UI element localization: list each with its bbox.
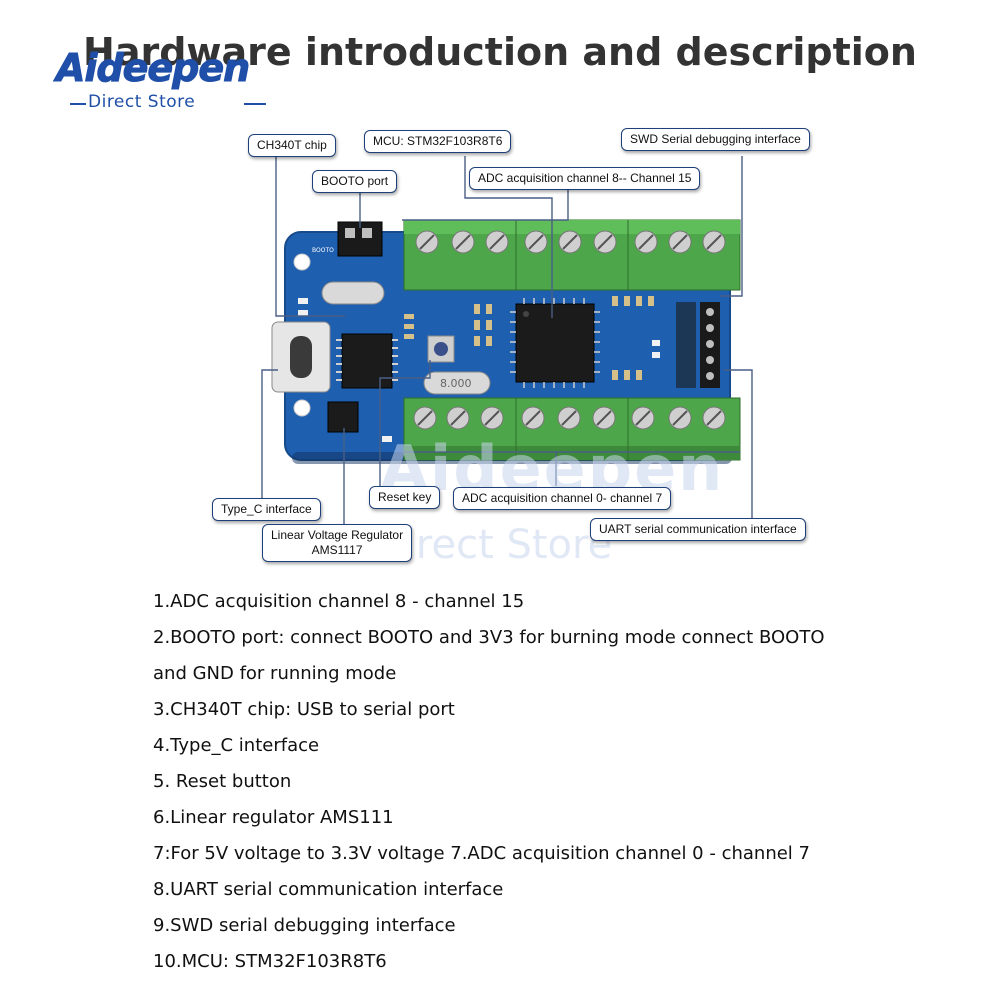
callout-mcu: MCU: STM32F103R8T6 [364, 130, 512, 153]
terminal-block-top [403, 219, 741, 291]
mount-hole [293, 253, 311, 271]
callout-swd: SWD Serial debugging interface [621, 128, 810, 151]
list-item: and GND for running mode [153, 663, 397, 684]
callout-reset: Reset key [369, 486, 441, 509]
terminal-block-bottom [403, 397, 741, 461]
callout-regulator-line2: AMS1117 [311, 543, 363, 557]
smd-resistors [298, 298, 660, 442]
callout-adc-high: ADC acquisition channel 8-- Channel 15 [469, 167, 701, 190]
ch340t-chip [341, 333, 393, 389]
watermark-subtitle: Direct Store [374, 522, 613, 568]
callout-regulator: Linear Voltage Regulator AMS1117 [262, 524, 413, 562]
swd-uart-header [676, 302, 720, 388]
ams1117-regulator [327, 401, 359, 433]
mcu-pins [510, 298, 600, 388]
list-item: 7:For 5V voltage to 3.3V voltage 7.ADC a… [153, 843, 810, 864]
logo-wordmark: Aideepen [55, 46, 250, 91]
logo-subtitle: Direct Store [88, 92, 196, 112]
list-item: 4.Type_C interface [153, 735, 320, 756]
crystal-label: 8.000 [440, 377, 472, 390]
mcu-pin1-dot [523, 311, 529, 317]
usb-typec-connector [271, 321, 331, 393]
callout-regulator-line1: Linear Voltage Regulator [271, 528, 404, 542]
callout-booto: BOOTO port [312, 170, 398, 193]
list-item: 5. Reset button [153, 771, 292, 792]
list-item: 9.SWD serial debugging interface [153, 915, 456, 936]
list-item: 8.UART serial communication interface [153, 879, 504, 900]
smd-components [404, 296, 654, 380]
mount-hole [293, 399, 311, 417]
list-item: 1.ADC acquisition channel 8 - channel 15 [153, 591, 525, 612]
brand-logo: Aideepen Direct Store [52, 40, 292, 120]
reset-button [427, 335, 455, 363]
crystal-8mhz [423, 371, 491, 395]
callout-ch340t: CH340T chip [248, 134, 336, 157]
list-item: 2.BOOTO port: connect BOOTO and 3V3 for … [153, 627, 825, 648]
logo-rule-left [70, 103, 86, 105]
crystal-top [321, 281, 385, 305]
mcu-chip [515, 303, 595, 383]
page-title: Hardware introduction and description [83, 30, 917, 74]
callout-leaders [261, 156, 753, 528]
list-item: 3.CH340T chip: USB to serial port [153, 699, 455, 720]
callout-uart: UART serial communication interface [590, 518, 806, 541]
list-item: 10.MCU: STM32F103R8T6 [153, 951, 387, 972]
logo-rule-right [244, 103, 266, 105]
booto-silk: BOOTO [312, 247, 334, 254]
callout-typec: Type_C interface [212, 498, 321, 521]
list-item: 6.Linear regulator AMS111 [153, 807, 394, 828]
ch340t-pins [336, 339, 398, 381]
description-list: 1.ADC acquisition channel 8 - channel 15… [153, 584, 873, 980]
callout-adc-low: ADC acquisition channel 0- channel 7 [453, 487, 672, 510]
board-diagram: BOOTO 8.000 [261, 156, 753, 528]
